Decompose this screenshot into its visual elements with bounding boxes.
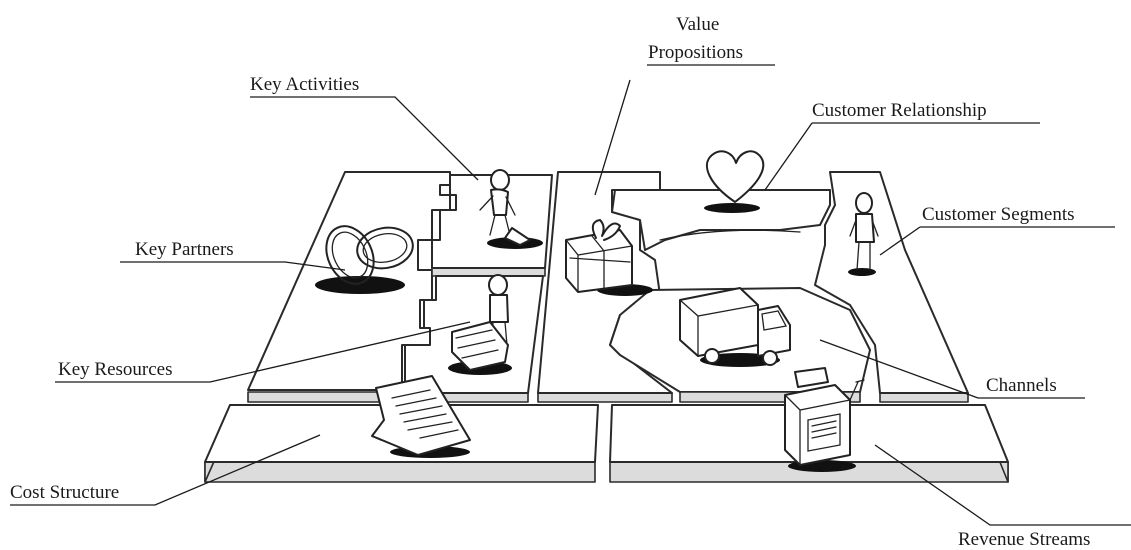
label-value-propositions-line1: Value <box>676 14 719 35</box>
cash-register-icon <box>784 367 865 472</box>
heart-icon <box>704 150 765 213</box>
label-cost-structure: Cost Structure <box>10 482 119 503</box>
person-with-machine-icon <box>448 274 512 375</box>
interlocked-rings-icon <box>315 225 414 294</box>
person-standing-icon <box>848 192 879 276</box>
label-revenue-streams: Revenue Streams <box>958 529 1090 550</box>
label-customer-relationship: Customer Relationship <box>812 100 987 121</box>
label-channels: Channels <box>986 375 1057 396</box>
label-key-resources: Key Resources <box>58 359 173 380</box>
invoice-document-icon <box>371 375 471 458</box>
leader-lines <box>10 64 1131 526</box>
person-working-icon <box>479 169 543 249</box>
gift-box-icon <box>565 219 653 296</box>
delivery-truck-icon <box>679 287 791 367</box>
label-value-propositions-line2: Propositions <box>648 42 743 63</box>
label-key-activities: Key Activities <box>250 74 359 95</box>
label-customer-segments: Customer Segments <box>922 204 1075 225</box>
customer-relationship-block <box>611 189 831 251</box>
label-key-partners: Key Partners <box>135 239 234 260</box>
